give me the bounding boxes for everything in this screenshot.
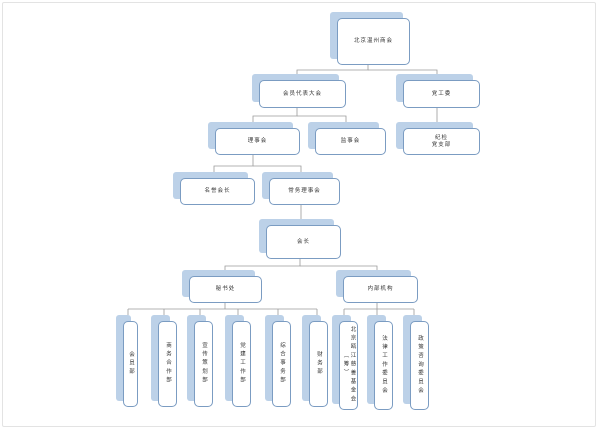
node-honorary: 名誉会长 [173,172,255,205]
node-dept-finance: 财务部 [302,315,328,407]
node-advisory-label: 政策咨询委员会 [417,335,423,396]
node-legal: 法律工作委员会 [367,315,393,410]
node-dept-member-label: 会员部 [128,350,134,378]
node-dept-finance-label: 财务部 [316,350,322,378]
edge-internal-committees [344,303,414,310]
node-standing-label: 常务理事会 [288,188,321,194]
node-internal-label: 内部机构 [367,286,394,292]
edge-council-standing [253,165,302,172]
node-dept-youth-label: 党建工作部 [239,342,245,386]
edge-chamber-congress [296,65,369,74]
node-secretariat-label: 秘书处 [215,286,236,292]
node-fund-label: 北京瓯江慈善基金会（筹） [342,326,356,405]
node-council: 理事会 [208,122,300,155]
edge-president-secretariat [224,259,301,270]
node-supervisors-label: 监事会 [340,138,361,144]
edge-council-honorary [213,155,254,172]
edge-congress-supervisors [297,115,347,122]
node-honorary-label: 名誉会长 [204,188,231,194]
node-chamber: 北京温州商会 [330,12,410,65]
node-dept-general-label: 综合事务部 [279,342,285,386]
node-dept-member: 会员部 [116,315,138,407]
node-council-label: 理事会 [247,138,268,144]
edge-chamber-party [368,69,438,74]
node-discipline: 纪检 党支部 [396,122,480,155]
node-party: 党工委 [396,74,480,108]
node-advisory: 政策咨询委员会 [403,315,429,410]
node-legal-label: 法律工作委员会 [381,335,387,396]
node-standing: 常务理事会 [262,172,340,205]
node-dept-general: 综合事务部 [265,315,291,407]
node-secretariat: 秘书处 [182,270,262,303]
node-dept-business-label: 商务合作部 [165,342,171,386]
node-dept-business: 商务合作部 [151,315,177,407]
diagram-frame [2,2,596,427]
node-dept-youth: 党建工作部 [225,315,251,407]
node-president: 会长 [259,219,341,259]
node-president-label: 会长 [296,238,310,245]
node-discipline-label: 纪检 党支部 [431,134,452,148]
node-fund: 北京瓯江慈善基金会（筹） [332,315,358,410]
node-party-label: 党工委 [431,90,452,97]
edge-secretariat-depts [128,303,317,310]
node-congress-label: 会员代表大会 [282,90,322,97]
node-internal: 内部机构 [336,270,418,303]
node-supervisors: 监事会 [308,122,386,155]
node-chamber-label: 北京温州商会 [353,38,393,44]
node-dept-planning: 宣传策划部 [187,315,213,407]
node-dept-planning-label: 宣传策划部 [201,342,207,386]
edge-president-internal [300,265,378,270]
node-congress: 会员代表大会 [252,74,346,108]
edge-congress-council [252,108,298,122]
